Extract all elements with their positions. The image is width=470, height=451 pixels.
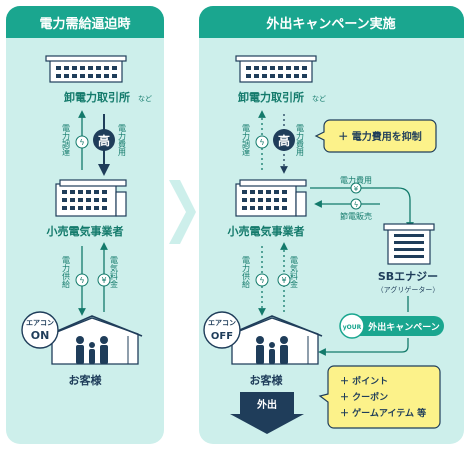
campaign-to-customer-arrow bbox=[318, 338, 409, 356]
left-procure-label: 電力調達 bbox=[62, 124, 71, 157]
right-high-badge-text: 高 bbox=[278, 133, 290, 148]
left-supply-label: 電力供給 bbox=[62, 256, 71, 289]
lightning-icon bbox=[350, 198, 362, 210]
left-cost-label: 電力費用 bbox=[118, 124, 127, 157]
right-high-badge bbox=[273, 129, 295, 151]
campaign-label: 外出キャンペーン bbox=[367, 321, 440, 333]
svg-text:ϟ: ϟ bbox=[354, 201, 359, 209]
svg-text:ϟ: ϟ bbox=[79, 138, 84, 147]
yen-icon bbox=[350, 182, 362, 194]
right-exchange-label: 卸電力取引所 bbox=[238, 90, 304, 104]
yen-icon bbox=[277, 273, 291, 287]
reward-item: ＋ ゲームアイテム 等 bbox=[340, 407, 426, 419]
right-panel: 外出キャンペーン実施 卸電力取引所 など 電力調達 ϟ 高 電力費用 ＋ 電力費… bbox=[199, 6, 464, 444]
to-sb-cost-arrow bbox=[310, 187, 414, 230]
reward-item: ＋ ポイント bbox=[340, 375, 388, 387]
right-supply-label: 電力供給 bbox=[242, 256, 251, 289]
outing-arrow bbox=[230, 392, 304, 434]
left-ac-badge bbox=[21, 311, 59, 349]
your-badge-text: yOUR bbox=[343, 324, 362, 331]
building-icon bbox=[383, 223, 435, 265]
house-icon bbox=[45, 315, 143, 365]
from-sb-sales-label: 節電販売 bbox=[340, 211, 372, 221]
svg-text:¥: ¥ bbox=[354, 185, 359, 193]
rewards-callout bbox=[318, 365, 441, 429]
right-cost-label: 電力費用 bbox=[296, 124, 305, 157]
reward-item: ＋ クーポン bbox=[340, 391, 388, 403]
svg-text:ϟ: ϟ bbox=[79, 276, 84, 285]
svg-text:¥: ¥ bbox=[101, 276, 106, 285]
lightning-icon bbox=[75, 273, 89, 287]
your-badge bbox=[339, 313, 365, 339]
building-icon bbox=[55, 179, 127, 217]
left-high-badge bbox=[93, 129, 115, 151]
right-procure-label: 電力調達 bbox=[242, 124, 251, 157]
sb-energy-sub: （アグリゲーター） bbox=[377, 285, 440, 294]
right-exchange-suffix: など bbox=[312, 95, 326, 103]
to-sb-cost-label: 電力費用 bbox=[340, 175, 372, 185]
left-panel-title: 電力需給逼迫時 bbox=[39, 16, 130, 32]
left-exchange-suffix: など bbox=[138, 95, 152, 103]
house-icon bbox=[225, 315, 323, 365]
outing-label: 外出 bbox=[256, 398, 277, 411]
sb-energy-name: SBエナジー bbox=[378, 270, 438, 283]
right-retailer-label: 小売電気事業者 bbox=[227, 224, 305, 238]
building-icon bbox=[235, 55, 317, 83]
left-header-bg bbox=[6, 6, 164, 38]
right-fee-label: 電気料金 bbox=[290, 256, 299, 288]
svg-text:¥: ¥ bbox=[281, 276, 286, 285]
left-panel: 電力需給逼迫時 卸電力取引所 など 電力調達 ϟ 高 電力費用 bbox=[6, 6, 164, 444]
svg-text:ϟ: ϟ bbox=[259, 138, 264, 147]
left-exchange-label: 卸電力取引所 bbox=[64, 90, 130, 104]
left-high-badge-text: 高 bbox=[98, 133, 110, 148]
campaign-pill bbox=[344, 316, 444, 336]
left-fee-label: 電気料金 bbox=[110, 256, 119, 288]
yen-icon bbox=[97, 273, 111, 287]
family-icon bbox=[76, 336, 108, 364]
lightning-icon bbox=[75, 135, 89, 149]
suppress-callout-text: ＋ 電力費用を抑制 bbox=[338, 130, 421, 143]
svg-text:ϟ: ϟ bbox=[259, 276, 264, 285]
right-ac-badge bbox=[203, 311, 241, 349]
family-icon bbox=[256, 336, 288, 364]
chevron-right-icon bbox=[169, 180, 196, 244]
lightning-icon bbox=[255, 273, 269, 287]
right-panel-title: 外出キャンペーン実施 bbox=[265, 16, 395, 32]
lightning-icon bbox=[255, 135, 269, 149]
left-ac-state: ON bbox=[31, 329, 50, 342]
suppress-callout bbox=[314, 119, 437, 153]
building-icon bbox=[235, 179, 307, 217]
left-ac-label: エアコン bbox=[26, 319, 54, 327]
left-retailer-label: 小売電気事業者 bbox=[46, 224, 124, 238]
left-customer-label: お客様 bbox=[69, 373, 103, 387]
building-icon bbox=[45, 55, 127, 83]
right-customer-label: お客様 bbox=[250, 373, 284, 387]
right-ac-label: エアコン bbox=[208, 319, 236, 327]
right-header-bg bbox=[199, 6, 464, 38]
right-ac-state: OFF bbox=[211, 331, 233, 342]
